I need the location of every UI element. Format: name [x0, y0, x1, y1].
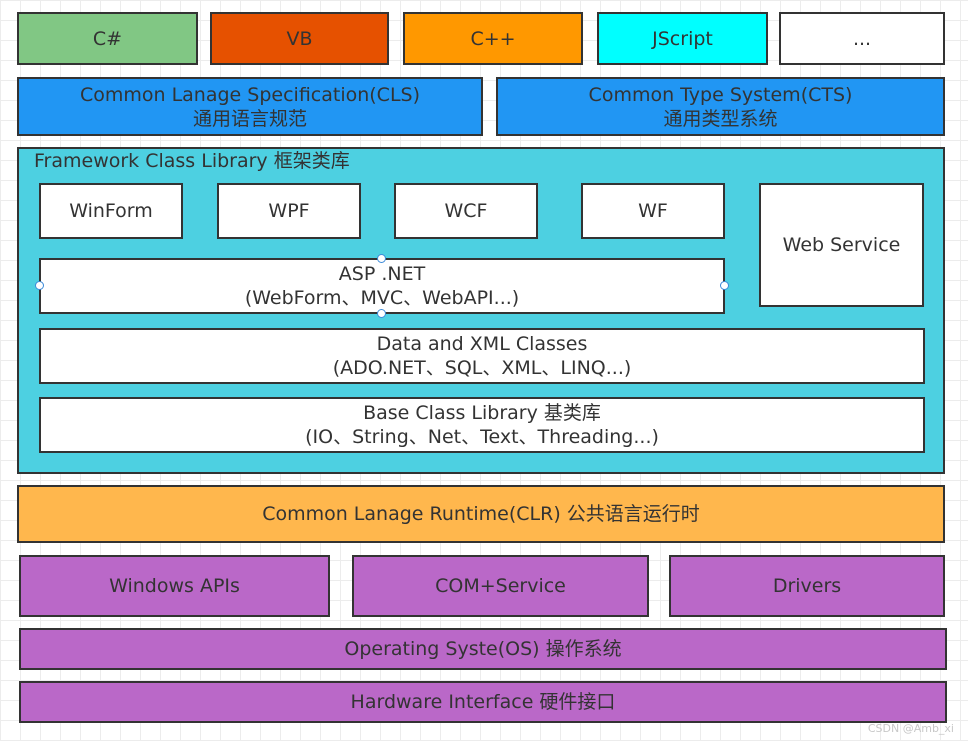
- lang-jscript-label: JScript: [652, 27, 713, 50]
- aspnet-title: ASP .NET: [338, 263, 426, 285]
- lang-vb-label: VB: [286, 27, 313, 50]
- selection-handle-top[interactable]: [377, 254, 386, 263]
- clr-label: Common Lanage Runtime(CLR) 公共语言运行时: [262, 503, 700, 525]
- bcl-subtitle: (IO、String、Net、Text、Threading...): [305, 426, 659, 448]
- data-xml-subtitle: (ADO.NET、SQL、XML、LINQ...): [332, 357, 632, 379]
- lang-more-label: ...: [852, 27, 872, 50]
- data-xml-title: Data and XML Classes: [376, 333, 588, 355]
- wpf-label: WPF: [268, 200, 310, 222]
- wcf-label: WCF: [444, 200, 488, 222]
- selection-handle-left[interactable]: [35, 281, 44, 290]
- bcl-box[interactable]: Base Class Library 基类库 (IO、String、Net、Te…: [39, 397, 925, 453]
- wf-box[interactable]: WF: [581, 183, 725, 239]
- bcl-title: Base Class Library 基类库: [363, 402, 601, 424]
- cls-subtitle: 通用语言规范: [192, 107, 307, 130]
- lang-csharp-label: C#: [92, 27, 123, 50]
- watermark: CSDN @Amb_xi: [867, 722, 954, 735]
- aspnet-box[interactable]: ASP .NET (WebForm、MVC、WebAPI...): [39, 258, 725, 314]
- lang-jscript-box[interactable]: JScript: [597, 12, 768, 65]
- hardware-box[interactable]: Hardware Interface 硬件接口: [19, 681, 947, 723]
- lang-cpp-box[interactable]: C++: [403, 12, 583, 65]
- selection-handle-right[interactable]: [720, 281, 729, 290]
- aspnet-subtitle: (WebForm、MVC、WebAPI...): [244, 287, 520, 309]
- lang-more-box[interactable]: ...: [779, 12, 945, 65]
- winform-label: WinForm: [69, 200, 153, 222]
- com-service-label: COM+Service: [435, 575, 566, 597]
- lang-cpp-label: C++: [470, 27, 516, 50]
- clr-box[interactable]: Common Lanage Runtime(CLR) 公共语言运行时: [17, 485, 945, 543]
- cts-subtitle: 通用类型系统: [663, 107, 778, 130]
- data-xml-box[interactable]: Data and XML Classes (ADO.NET、SQL、XML、LI…: [39, 328, 925, 384]
- drivers-box[interactable]: Drivers: [669, 555, 945, 617]
- os-box[interactable]: Operating Syste(OS) 操作系统: [19, 628, 947, 670]
- winform-box[interactable]: WinForm: [39, 183, 183, 239]
- cts-title: Common Type System(CTS): [588, 83, 853, 106]
- framework-title: Framework Class Library 框架类库: [34, 150, 350, 172]
- windows-apis-label: Windows APIs: [109, 575, 240, 597]
- lang-vb-box[interactable]: VB: [210, 12, 389, 65]
- cls-box[interactable]: Common Lanage Specification(CLS) 通用语言规范: [17, 77, 483, 136]
- drivers-label: Drivers: [772, 575, 842, 597]
- hardware-label: Hardware Interface 硬件接口: [350, 691, 616, 713]
- wpf-box[interactable]: WPF: [217, 183, 361, 239]
- lang-csharp-box[interactable]: C#: [17, 12, 198, 65]
- selection-handle-bottom[interactable]: [377, 309, 386, 318]
- wf-label: WF: [638, 200, 668, 222]
- wcf-box[interactable]: WCF: [394, 183, 538, 239]
- web-service-box[interactable]: Web Service: [759, 183, 924, 307]
- windows-apis-box[interactable]: Windows APIs: [19, 555, 330, 617]
- cts-box[interactable]: Common Type System(CTS) 通用类型系统: [496, 77, 945, 136]
- web-service-label: Web Service: [782, 234, 901, 256]
- os-label: Operating Syste(OS) 操作系统: [344, 638, 622, 660]
- cls-title: Common Lanage Specification(CLS): [79, 83, 421, 106]
- com-service-box[interactable]: COM+Service: [352, 555, 649, 617]
